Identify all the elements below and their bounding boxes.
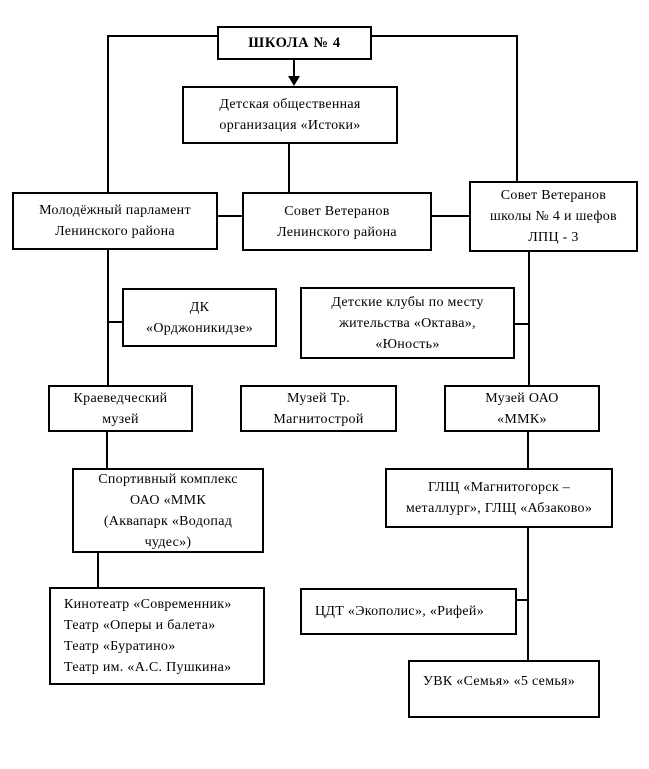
node-school: ШКОЛА № 4 [217,26,372,60]
connector-sovetlen-sovetschool [432,215,469,217]
node-cdt: ЦДТ «Экополис», «Рифей» [300,588,517,635]
connector-school-left-h [107,35,217,37]
connector-sport-kino [97,553,99,587]
connector-cdt-stub [517,599,528,601]
node-sovet-leninsky: Совет Ветеранов Ленинского района [242,192,432,251]
connector-glc-uvk [527,528,529,660]
connector-right-spine-mid [528,252,530,385]
node-kraeved-museum: Краеведческий музей [48,385,193,432]
connector-school-right-h [372,35,518,37]
node-sovet-school: Совет Ветеранов школы № 4 и шефов ЛПЦ - … [469,181,638,252]
node-glc: ГЛЩ «Магнитогорск – металлург», ГЛЩ «Абз… [385,468,613,528]
connector-clubs-stub [515,323,530,325]
arrow-down-icon [288,76,300,86]
node-uvk: УВК «Семья» «5 семья» [408,660,600,718]
connector-oao-glc [527,432,529,468]
node-theaters: Кинотеатр «Современник» Театр «Оперы и б… [49,587,265,685]
connector-school-istoki-stem [293,60,295,77]
connector-left-spine-mid [107,250,109,385]
node-dk-ordzhonikidze: ДК «Орджоникидзе» [122,288,277,347]
connector-parliament-sovetlen [218,215,242,217]
connector-right-spine-top [516,35,518,181]
node-museum-mmk: Музей ОАО «ММК» [444,385,600,432]
node-sport-complex: Спортивный комплекс ОАО «ММК (Аквапарк «… [72,468,264,553]
node-parliament: Молодёжный парламент Ленинского района [12,192,218,250]
node-istoki: Детская общественная организация «Истоки… [182,86,398,144]
node-museum-magnitostroy: Музей Тр. Магнитострой [240,385,397,432]
connector-istoki-sovetlen [288,144,290,192]
connector-left-spine-top [107,35,109,192]
node-children-clubs: Детские клубы по месту жительства «Октав… [300,287,515,359]
connector-kraeved-sport [106,432,108,468]
connector-dk-stub [107,321,122,323]
